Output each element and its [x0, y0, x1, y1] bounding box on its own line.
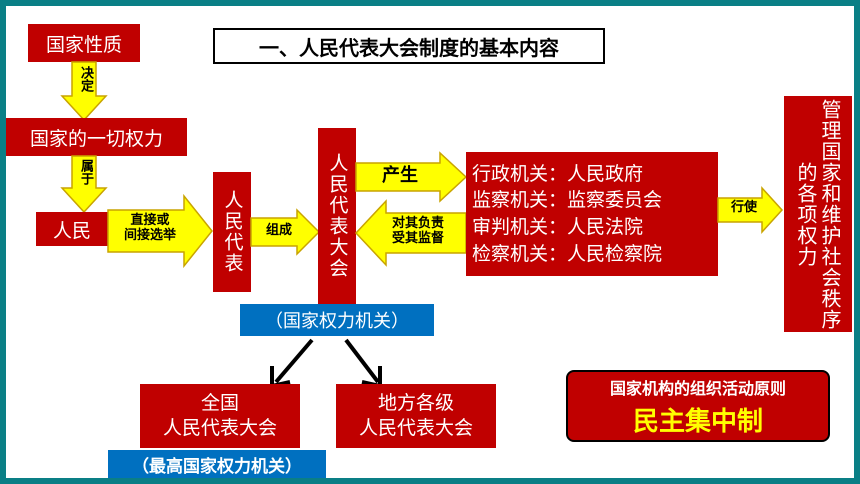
- node-national-npc-line1: 全国: [200, 392, 239, 415]
- node-national-npc: 全国 人民代表大会: [140, 384, 300, 448]
- node-deputies: 人民代表: [213, 172, 251, 292]
- diagram-canvas: 一、人民代表大会制度的基本内容 国家性质 决定 国家的一切权力 属于 人民 直接…: [6, 6, 854, 478]
- organ-item: 监察机关：监察委员会: [472, 189, 663, 212]
- page-title: 一、人民代表大会制度的基本内容: [213, 28, 605, 64]
- node-national-npc-line2: 人民代表大会: [162, 417, 277, 439]
- edge-label-elect-line2: 间接选举: [123, 227, 176, 243]
- arrow-exercise: [717, 186, 784, 234]
- edge-label-elect-line1: 直接或: [130, 213, 170, 228]
- node-all-power: 国家的一切权力: [6, 118, 187, 156]
- node-nature: 国家性质: [28, 24, 140, 62]
- edge-label-elect: 直接或 间接选举: [110, 213, 190, 244]
- national-npc-role-label: （最高国家权力机关）: [108, 450, 326, 478]
- node-people: 人民: [36, 212, 108, 246]
- arrow-decides: [60, 61, 108, 122]
- principle-box: 国家机构的组织活动原则 民主集中制: [566, 370, 830, 442]
- node-local-npc: 地方各级 人民代表大会: [336, 384, 496, 448]
- edge-label-decides: 决定: [78, 66, 93, 92]
- principle-heading: 国家机构的组织活动原则: [609, 378, 786, 398]
- arrow-compose: [250, 208, 321, 256]
- edge-label-belongs: 属于: [78, 159, 93, 185]
- arrow-responsible: [354, 199, 467, 267]
- arrow-elect: [107, 193, 213, 269]
- node-npc: 人民代表大会: [318, 128, 356, 304]
- principle-name: 民主集中制: [632, 406, 763, 437]
- arrow-produce: [355, 151, 468, 203]
- edge-label-exercise: 行使: [730, 200, 757, 215]
- node-manage-power: 管理国家和维护社会秩序的各项权力: [784, 96, 852, 332]
- edge-label-responsible-line2: 受其监督: [391, 230, 444, 246]
- edge-label-responsible-line1: 对其负责: [391, 216, 444, 231]
- npc-role-label: （国家权力机关）: [240, 304, 434, 336]
- edge-label-compose: 组成: [265, 223, 292, 238]
- edge-label-responsible: 对其负责 受其监督: [378, 216, 458, 247]
- node-local-npc-line1: 地方各级: [377, 392, 454, 415]
- arrow-belongs: [60, 155, 108, 214]
- organ-item: 审判机关：人民法院: [472, 216, 644, 238]
- node-state-organs: 行政机关：人民政府 监察机关：监察委员会 审判机关：人民法院 检察机关：人民检察…: [466, 152, 718, 276]
- node-local-npc-line2: 人民代表大会: [358, 417, 473, 439]
- organ-item: 检察机关：人民检察院: [472, 242, 663, 265]
- organ-item: 行政机关：人民政府: [472, 162, 644, 185]
- edge-label-produce: 产生: [382, 165, 418, 186]
